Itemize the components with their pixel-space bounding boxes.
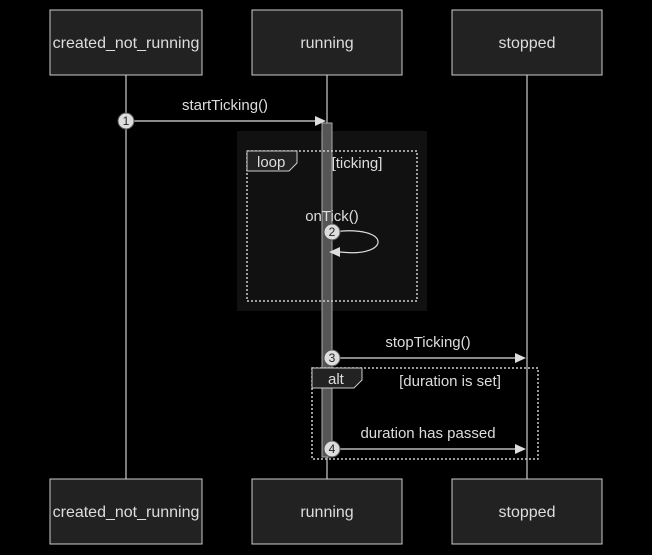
message-4-label: duration has passed xyxy=(360,425,495,442)
message-2-arrowhead xyxy=(329,247,340,257)
actor-top-created-not-running: created_not_running xyxy=(49,9,203,76)
alt-frame-label: alt xyxy=(328,371,345,388)
message-1-seq-number: 1 xyxy=(123,114,130,128)
actor-top-stopped: stopped xyxy=(451,9,603,76)
message-3-seq-circle xyxy=(323,349,341,367)
actor-label: stopped xyxy=(499,504,556,521)
message-1: startTicking() 1 xyxy=(117,97,326,130)
message-2-seq-number: 2 xyxy=(329,225,336,239)
loop-frame-tab xyxy=(246,150,298,172)
actor-label: created_not_running xyxy=(53,504,200,521)
message-2-label: onTick() xyxy=(305,208,359,225)
actor-bottom-created-not-running: created_not_running xyxy=(49,478,203,545)
message-1-label: startTicking() xyxy=(182,97,268,114)
message-4: duration has passed 4 xyxy=(323,425,526,458)
message-1-arrowhead xyxy=(315,116,326,126)
message-1-seq-circle xyxy=(117,112,135,130)
message-2-loop-path xyxy=(331,230,379,254)
actor-bottom-running: running xyxy=(251,478,403,545)
message-2-seq-circle xyxy=(323,223,341,241)
message-3-arrowhead xyxy=(515,353,526,363)
alt-frame-condition: [duration is set] xyxy=(399,373,501,390)
actor-box xyxy=(251,9,403,76)
actor-box xyxy=(251,478,403,545)
message-4-seq-number: 4 xyxy=(329,442,336,456)
actor-box xyxy=(451,478,603,545)
actor-bottom-stopped: stopped xyxy=(451,478,603,545)
alt-fragment: alt [duration is set] xyxy=(311,367,539,460)
message-3: stopTicking() 3 xyxy=(323,334,526,367)
message-3-seq-number: 3 xyxy=(329,351,336,365)
message-4-arrowhead xyxy=(515,444,526,454)
actor-box xyxy=(49,9,203,76)
loop-frame-label: loop xyxy=(257,154,285,171)
message-3-label: stopTicking() xyxy=(385,334,470,351)
actor-label: created_not_running xyxy=(53,35,200,52)
actor-top-running: running xyxy=(251,9,403,76)
alt-frame-tab xyxy=(311,367,363,389)
actor-box xyxy=(451,9,603,76)
loop-fragment: loop [ticking] xyxy=(246,150,418,302)
activation-bar-running xyxy=(321,122,333,458)
actor-label: running xyxy=(300,504,353,521)
message-4-seq-circle xyxy=(323,440,341,458)
actor-label: stopped xyxy=(499,35,556,52)
actor-box xyxy=(49,478,203,545)
message-2: onTick() 2 xyxy=(305,208,379,257)
loop-frame-condition: [ticking] xyxy=(332,155,383,172)
loop-frame xyxy=(246,150,418,302)
alt-frame xyxy=(311,367,539,460)
actor-label: running xyxy=(300,35,353,52)
